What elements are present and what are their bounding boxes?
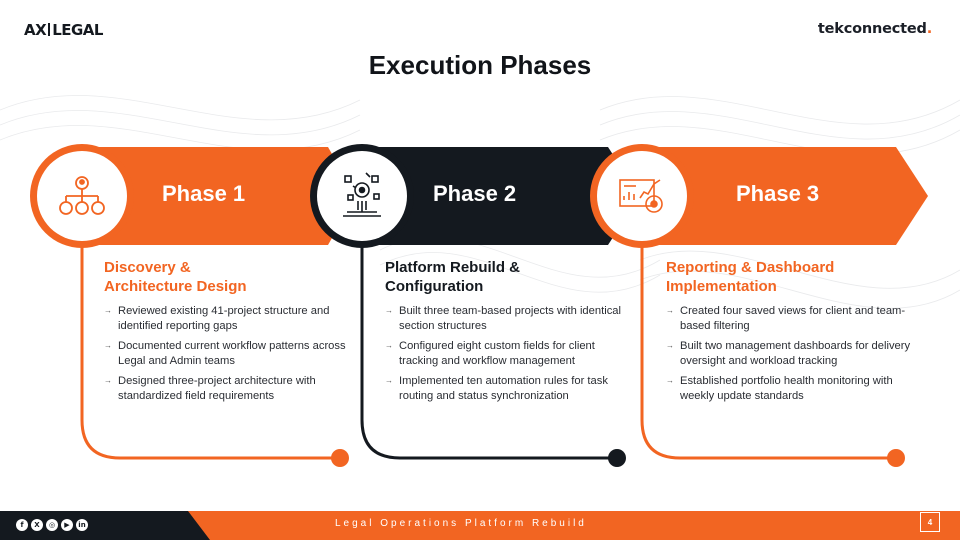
arrow-icon: →	[385, 306, 393, 315]
phase-2-heading: Platform Rebuild &Configuration	[385, 259, 521, 295]
arrow-icon: →	[104, 341, 112, 350]
youtube-icon[interactable]: ▶	[61, 519, 73, 531]
phase-2-card: Platform Rebuild &Configuration →Built t…	[385, 258, 635, 409]
list-item: →Implemented ten automation rules for ta…	[385, 375, 608, 402]
social-links: f X ◎ ▶ in	[16, 519, 88, 531]
list-item: →Created four saved views for client and…	[666, 305, 906, 332]
list-item: →Reviewed existing 41-project structure …	[104, 305, 330, 332]
page-title: Execution Phases	[368, 50, 592, 80]
phase-2-bullets: →Built three team-based projects with id…	[385, 304, 635, 403]
phase-1-card-outline	[80, 245, 340, 460]
dashboard-analytics-icon	[619, 179, 663, 213]
arrow-icon: →	[666, 376, 674, 385]
list-item: →Documented current workflow patterns ac…	[104, 340, 346, 367]
phase-3-card-dot	[887, 449, 905, 467]
phase-1-card: Discovery &Architecture Design →Reviewed…	[104, 258, 354, 409]
page-number: 4	[920, 512, 940, 532]
phase-1-banner	[80, 147, 356, 245]
phase-2-card-outline	[360, 245, 617, 460]
list-item: →Built three team-based projects with id…	[385, 305, 621, 332]
org-chart-icon	[59, 176, 105, 215]
platform-build-icon	[343, 172, 381, 217]
phase-1-card-dot	[331, 449, 349, 467]
list-item: →Established portfolio health monitoring…	[666, 375, 893, 402]
phase-1-label: Phase 1	[162, 181, 246, 206]
tekconnected-logo: tekconnected.	[817, 21, 932, 37]
phase-3-bullets: →Created four saved views for client and…	[666, 304, 916, 403]
footer-accent	[188, 511, 960, 540]
phase-2-card-dot	[608, 449, 626, 467]
arrow-icon: →	[104, 376, 112, 385]
footer-title: Legal Operations Platform Rebuild	[335, 518, 587, 529]
phase-1-bullets: →Reviewed existing 41-project structure …	[104, 304, 354, 403]
list-item: →Designed three-project architecture wit…	[104, 375, 316, 402]
phase-2-banner	[358, 147, 640, 245]
instagram-icon[interactable]: ◎	[46, 519, 58, 531]
x-icon[interactable]: X	[31, 519, 43, 531]
phase-3-label: Phase 3	[736, 181, 820, 206]
arrow-icon: →	[666, 341, 674, 350]
phase-3-banner	[640, 147, 928, 245]
arrow-icon: →	[666, 306, 674, 315]
arrow-icon: →	[385, 376, 393, 385]
list-item: →Built two management dashboards for del…	[666, 340, 911, 367]
list-item: →Configured eight custom fields for clie…	[385, 340, 595, 367]
linkedin-icon[interactable]: in	[76, 519, 88, 531]
arrow-icon: →	[104, 306, 112, 315]
phase-2-label: Phase 2	[433, 181, 517, 206]
phase-1-heading: Discovery &Architecture Design	[104, 259, 247, 295]
phase-3-card-outline	[640, 245, 896, 460]
facebook-icon[interactable]: f	[16, 519, 28, 531]
arrow-icon: →	[385, 341, 393, 350]
